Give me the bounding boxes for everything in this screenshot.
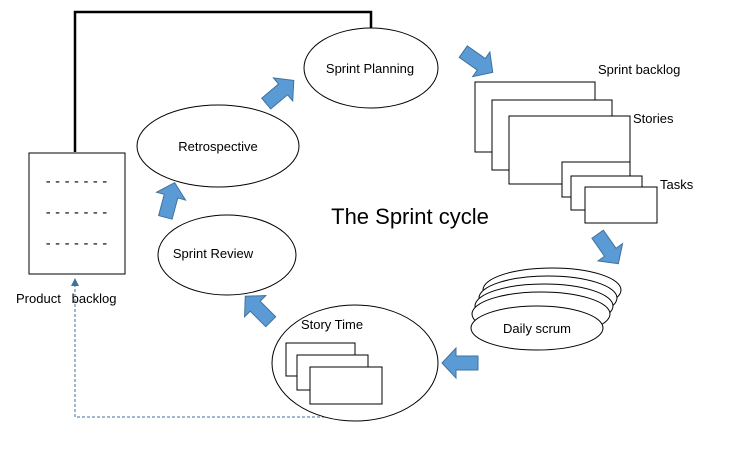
product-backlog-line-1: -------: [44, 174, 110, 190]
retrospective-ellipse: [136, 104, 300, 188]
stories-label: Stories: [633, 111, 674, 126]
tasks-label: Tasks: [660, 177, 694, 192]
story-time-card-3: [309, 366, 383, 405]
arrow-backlog-to-daily-scrum-icon: [591, 229, 624, 265]
story-time-to-backlog-dashed-connector: [74, 282, 345, 418]
arrow-daily-scrum-to-story-time-icon: [441, 346, 479, 380]
product-backlog-label: Product backlog: [16, 291, 116, 306]
product-backlog-line-3: -------: [44, 236, 110, 252]
arrow-planning-to-backlog-icon: [458, 45, 494, 78]
sprint-backlog-label: Sprint backlog: [598, 62, 680, 77]
sprint-planning-ellipse: [303, 27, 439, 109]
daily-scrum-ellipse: [470, 305, 604, 351]
diagram-title: The Sprint cycle: [331, 204, 489, 229]
daily-scrum-label: Daily scrum: [503, 321, 571, 336]
sprint-planning-label: Sprint Planning: [326, 61, 414, 76]
product-backlog-line-2: -------: [44, 205, 110, 221]
arrow-retrospective-to-planning-icon: [261, 77, 295, 110]
flow-arrows: [155, 45, 624, 380]
arrow-review-to-retrospective-icon: [155, 181, 187, 220]
product-backlog-box: [28, 152, 126, 275]
story-time-label: Story Time: [301, 317, 363, 332]
sprint-review-ellipse: [157, 214, 297, 296]
arrow-story-time-to-review-icon: [244, 295, 277, 328]
retrospective-label: Retrospective: [178, 139, 257, 154]
sprint-review-label: Sprint Review: [173, 246, 254, 261]
task-card-3: [584, 186, 658, 224]
dashed-connector-arrowhead: [71, 278, 79, 286]
backlog-to-planning-connector: [73, 10, 373, 152]
